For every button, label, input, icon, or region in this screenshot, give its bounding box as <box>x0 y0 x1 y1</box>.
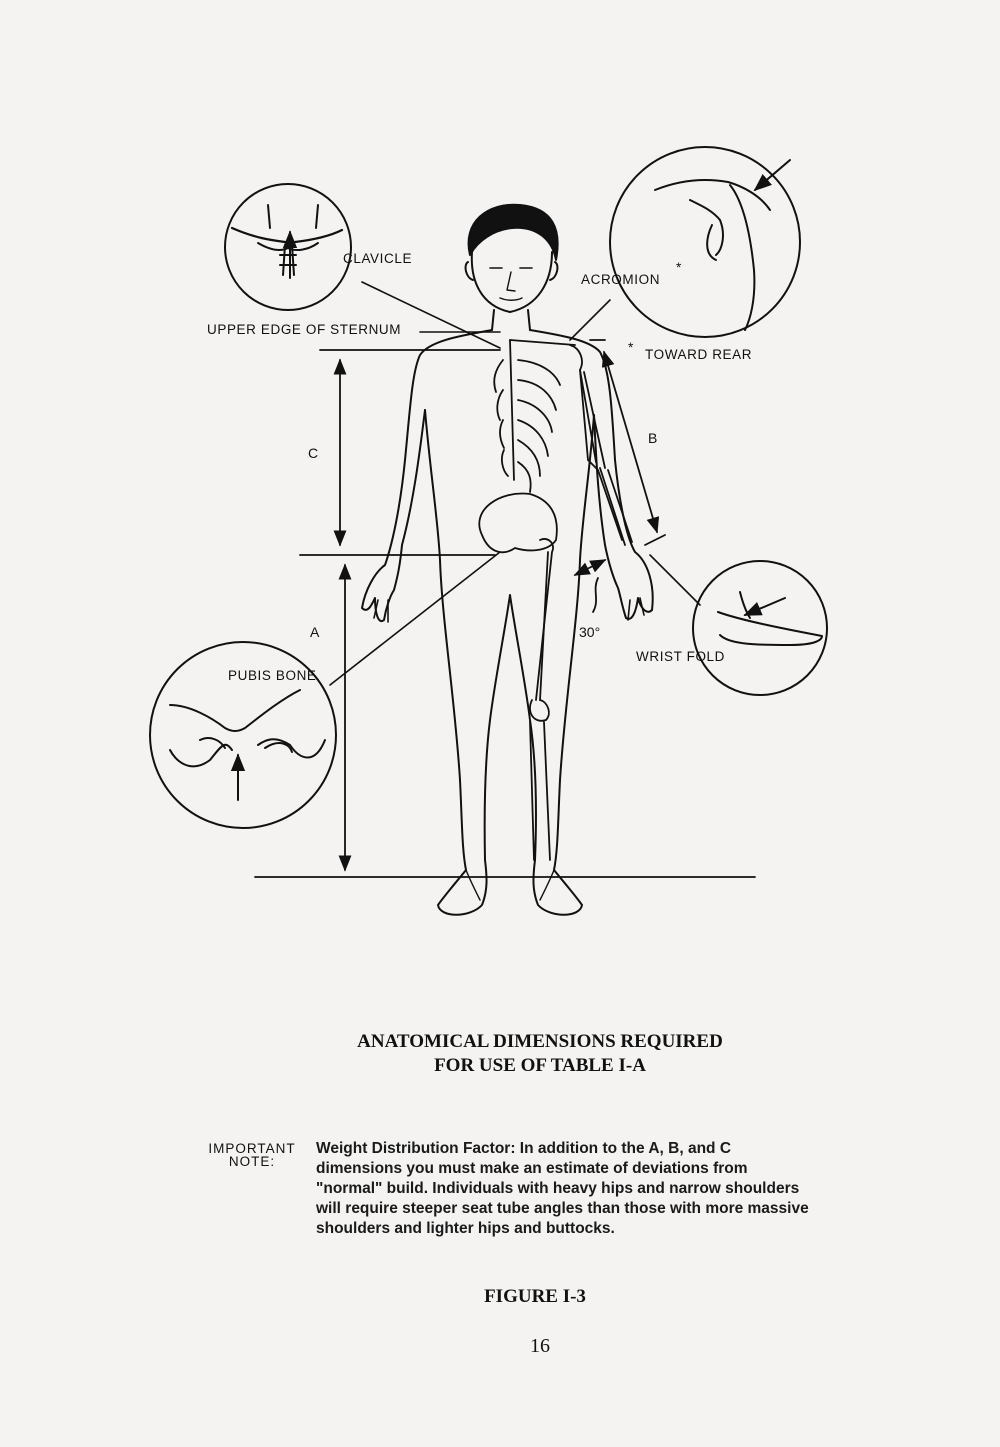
page-number: 16 <box>480 1335 600 1358</box>
dimension-a-label: A <box>310 624 320 640</box>
toward-rear-label: TOWARD REAR <box>645 347 752 362</box>
acromion-asterisk: * <box>676 260 682 275</box>
human-body-outline <box>362 205 653 915</box>
skeleton-overlay <box>479 340 632 860</box>
wrist-fold-callout-circle <box>693 561 827 695</box>
caption-line-2: FOR USE OF TABLE I-A <box>0 1055 1000 1077</box>
clavicle-callout-circle <box>225 184 351 310</box>
upper-edge-of-sternum-label: UPPER EDGE OF STERNUM <box>207 322 401 337</box>
wrist-fold-label: WRIST FOLD <box>636 649 725 664</box>
anatomy-figure: CLAVICLE UPPER EDGE OF STERNUM ACROMION … <box>0 0 1000 1000</box>
important-note-text: Weight Distribution Factor: In addition … <box>316 1139 816 1239</box>
caption-line-1: ANATOMICAL DIMENSIONS REQUIRED <box>0 1031 1000 1053</box>
dimension-b-label: B <box>648 430 657 446</box>
acromion-callout-circle <box>610 147 800 337</box>
dimension-c-label: C <box>308 445 318 461</box>
acromion-label: ACROMION <box>581 272 660 287</box>
important-note-label: IMPORTANT NOTE: <box>200 1142 304 1168</box>
angle-label: 30° <box>579 624 600 640</box>
figure-label: FIGURE I-3 <box>430 1286 640 1308</box>
important-note-label-line2: NOTE: <box>200 1155 304 1168</box>
pubis-bone-label: PUBIS BONE <box>228 668 317 683</box>
dimension-lines <box>255 340 755 877</box>
toward-rear-asterisk: * <box>628 340 634 355</box>
clavicle-label: CLAVICLE <box>343 251 412 266</box>
